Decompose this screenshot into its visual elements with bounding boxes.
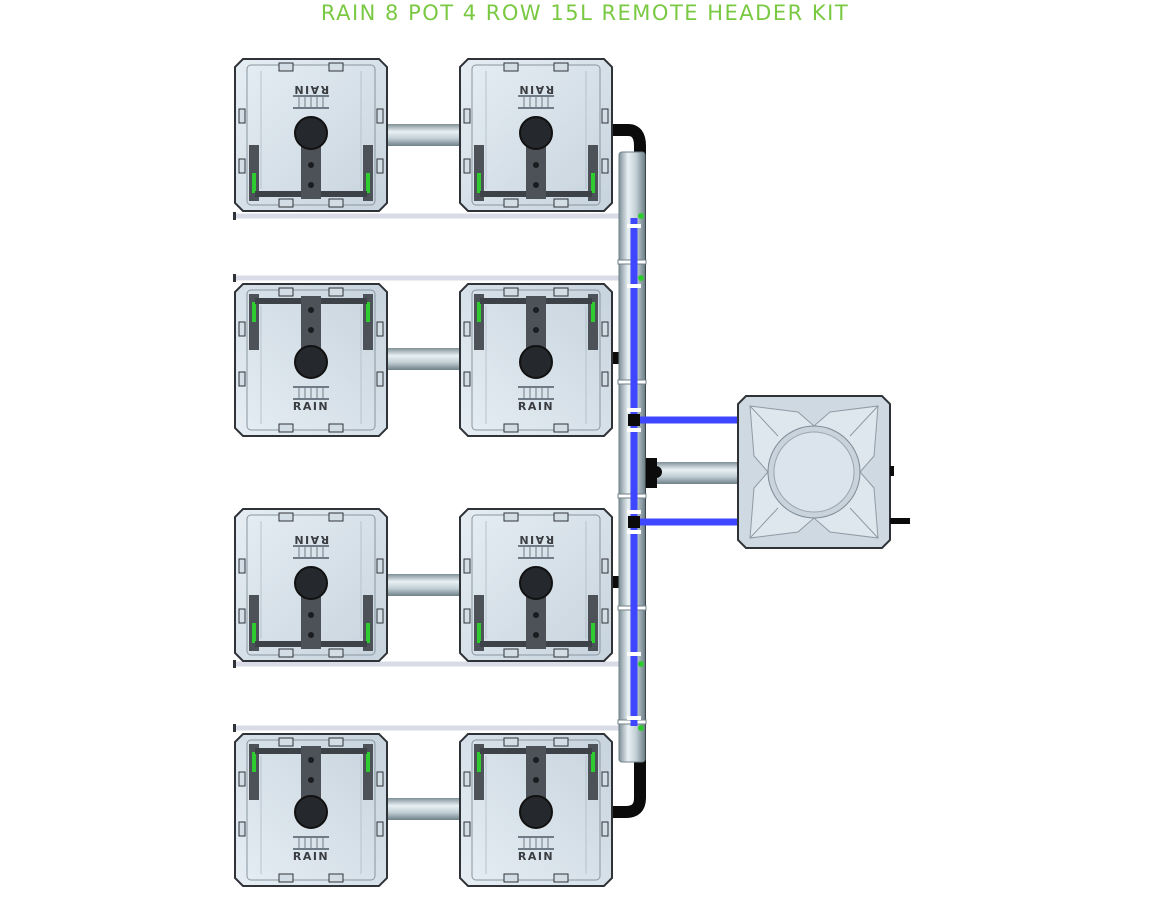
pot-brand-label: RAIN [293, 533, 329, 546]
pot-brand-label: RAIN [518, 83, 554, 96]
pot-brand-label: RAIN [293, 400, 329, 413]
feed-lines-blue [630, 218, 740, 726]
pot-brand-label: RAIN [518, 850, 554, 863]
pot-top-right-2: RAIN [459, 283, 613, 437]
pot-brand-label: RAIN [518, 533, 554, 546]
pot-bottom-right-1: RAIN [459, 508, 613, 662]
connector-pipes [386, 124, 742, 820]
pot-top-right-1: RAIN [459, 58, 613, 212]
pot-bottom-left-1: RAIN [234, 508, 388, 662]
pot-bottom-right-2: RAIN [459, 733, 613, 887]
pot-top-left-1: RAIN [234, 58, 388, 212]
control-tank [737, 395, 910, 549]
pot-top-left-2: RAIN [234, 283, 388, 437]
fittings [627, 213, 644, 731]
kit-title: RAIN 8 POT 4 ROW 15L REMOTE HEADER KIT [320, 1, 850, 25]
pot-brand-label: RAIN [518, 400, 554, 413]
drip-line-ends [233, 212, 236, 732]
pot-brand-label: RAIN [293, 83, 329, 96]
pot-bottom-left-2: RAIN [234, 733, 388, 887]
pot-brand-label: RAIN [293, 850, 329, 863]
drip-lines [236, 213, 638, 731]
